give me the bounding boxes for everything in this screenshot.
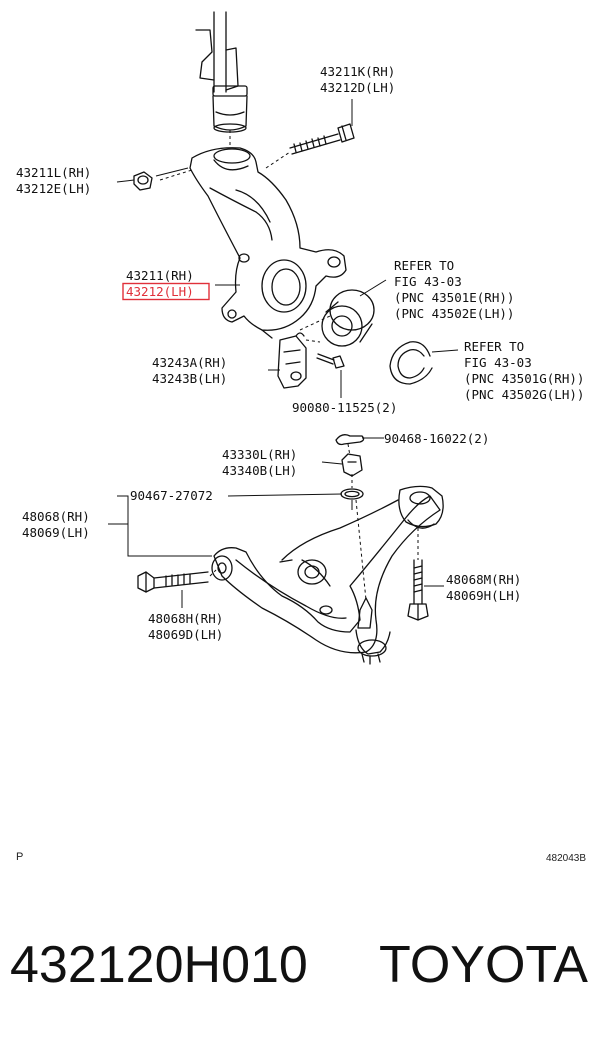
label-43212d: 43212D(LH)	[320, 80, 395, 95]
label-43243a: 43243A(RH)	[152, 355, 227, 370]
washer-90467	[340, 488, 364, 500]
label-43212: 43212(LH)	[126, 284, 194, 299]
footer-page-marker: P	[16, 851, 24, 863]
refer2-line-4: (PNC 43502G(LH))	[464, 387, 584, 402]
refer2-line-1: REFER TO	[464, 339, 524, 354]
refer-line-2: FIG 43-03	[394, 274, 462, 289]
label-48068: 48068(RH)	[22, 509, 90, 524]
label-90467: 90467-27072	[130, 488, 213, 503]
dashed-guides	[159, 130, 419, 601]
nut-43211l	[133, 171, 153, 191]
refer-line-3: (PNC 43501E(RH))	[394, 290, 514, 305]
part-number-caption: 432120H010	[10, 936, 308, 994]
bolt-48068m	[407, 559, 429, 621]
footer-figure-code: 482043B	[545, 853, 586, 864]
label-43212e: 43212E(LH)	[16, 181, 91, 196]
snap-ring	[389, 341, 433, 385]
label-48069h: 48069H(LH)	[446, 588, 521, 603]
label-43211k: 43211K(RH)	[320, 64, 395, 79]
label-43330l: 43330L(RH)	[222, 447, 297, 462]
highlight-box	[122, 282, 210, 301]
bracket-43243a	[277, 332, 307, 389]
label-48068m: 48068M(RH)	[446, 572, 521, 587]
lower-control-arm	[211, 485, 444, 665]
brand-caption: TOYOTA	[379, 936, 588, 994]
label-48069: 48069(LH)	[22, 525, 90, 540]
bolt-90080	[316, 353, 345, 369]
label-48068h: 48068H(RH)	[148, 611, 223, 626]
exploded-view: 43211K(RH) 43212D(LH) 43211L(RH) 43212E(…	[16, 11, 584, 665]
label-43211l: 43211L(RH)	[16, 165, 91, 180]
hub-bearing	[321, 289, 375, 347]
steering-knuckle	[189, 147, 347, 339]
refer-line-4: (PNC 43502E(LH))	[394, 306, 514, 321]
cotter-pin-90468	[335, 434, 365, 446]
label-90468: 90468-16022(2)	[384, 431, 489, 446]
label-43243b: 43243B(LH)	[152, 371, 227, 386]
refer-line-1: REFER TO	[394, 258, 454, 273]
strut-shock-absorber	[195, 11, 248, 133]
refer2-line-3: (PNC 43501G(RH))	[464, 371, 584, 386]
bolt-43211k	[289, 123, 355, 155]
label-43340b: 43340B(LH)	[222, 463, 297, 478]
castle-nut-43330l	[341, 453, 363, 477]
refer2-line-2: FIG 43-03	[464, 355, 532, 370]
part-labels: 43211K(RH) 43212D(LH) 43211L(RH) 43212E(…	[16, 64, 584, 642]
label-43211: 43211(RH)	[126, 268, 194, 283]
label-48069d: 48069D(LH)	[148, 627, 223, 642]
label-90080: 90080-11525(2)	[292, 400, 397, 415]
leader-lines	[108, 99, 459, 608]
bolt-48068h	[137, 571, 209, 593]
